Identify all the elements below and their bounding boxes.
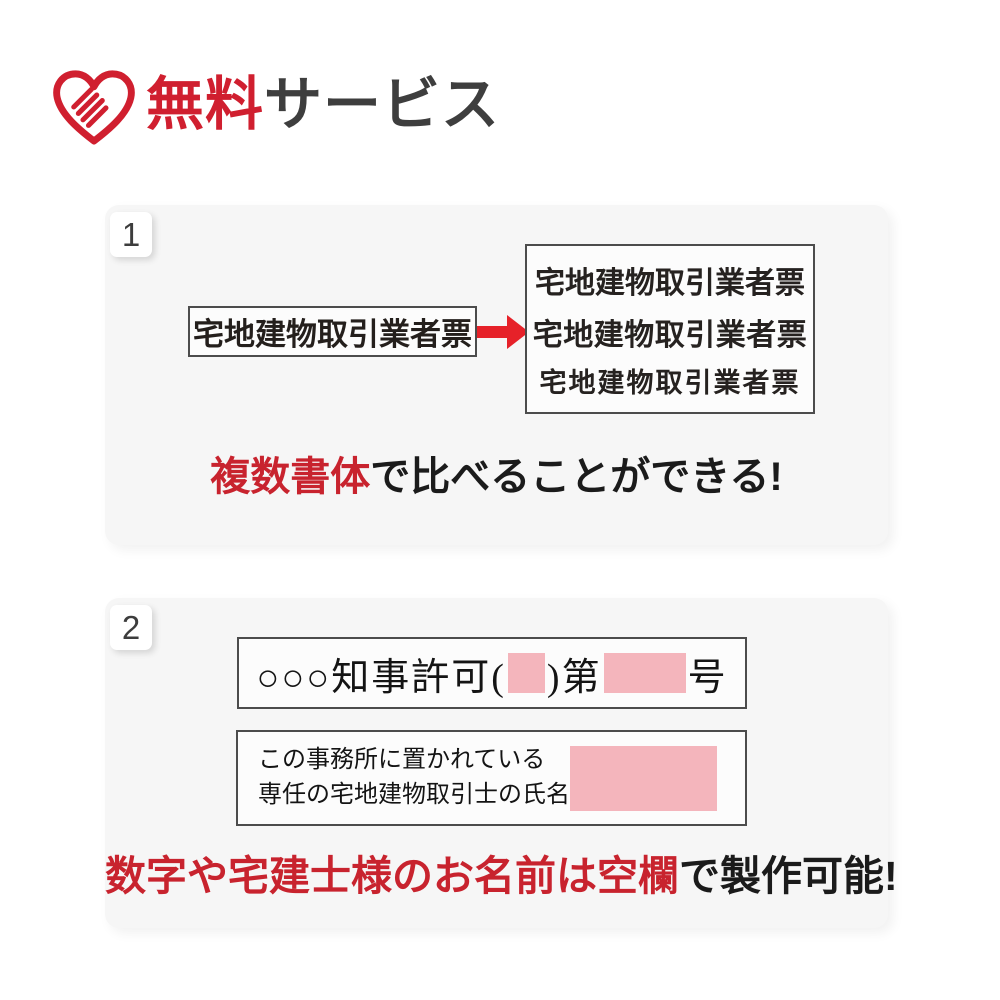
sample-source-label: 宅地建物取引業者票: [193, 317, 472, 352]
agent-name-box: この事務所に置かれている 専任の宅地建物取引士の氏名: [236, 730, 747, 826]
caption-rest: で比べることができる!: [370, 455, 783, 499]
agent-name-label-line1: この事務所に置かれている: [258, 747, 546, 774]
sample-source-box: 宅地建物取引業者票: [188, 306, 477, 357]
page-title-highlight: 無料: [146, 72, 265, 137]
license-prefix: ○○○知事許可(: [256, 656, 506, 699]
caption-rest: で製作可能!: [679, 853, 898, 899]
license-number-box: ○○○知事許可( )第 号: [237, 637, 747, 709]
blank-field-medium: [603, 653, 686, 693]
license-between: )第: [546, 656, 602, 699]
panel-font-comparison: 1 宅地建物取引業者票 宅地建物取引業者票 宅地建物取引業者票 宅地建物取引業者…: [105, 205, 888, 545]
agent-name-label: この事務所に置かれている 専任の宅地建物取引士の氏名: [258, 743, 570, 813]
panel-2-caption: 数字や宅建士様のお名前は空欄で製作可能!: [105, 853, 898, 899]
heart-handshake-icon: [53, 70, 135, 145]
font-samples-box: 宅地建物取引業者票 宅地建物取引業者票 宅地建物取引業者票: [525, 244, 815, 414]
panel-blank-fields: 2 ○○○知事許可( )第 号 この事務所に置かれている 専任の宅地建物取引士の…: [105, 598, 898, 928]
caption-highlight: 複数書体: [210, 455, 371, 499]
blank-field-small: [507, 653, 545, 693]
license-suffix: 号: [687, 656, 728, 699]
step-badge-1: 1: [110, 212, 152, 257]
page-title: 無料サービス: [146, 76, 500, 134]
step-badge-2: 2: [110, 605, 152, 650]
blank-field-large: [570, 745, 717, 811]
font-sample-line: 宅地建物取引業者票: [535, 266, 805, 300]
font-sample-line: 宅地建物取引業者票: [539, 368, 801, 399]
panel-1-caption: 複数書体で比べることができる!: [105, 457, 888, 497]
arrow-right-icon: [477, 315, 529, 349]
caption-highlight: 数字や宅建士様のお名前は空欄: [105, 853, 679, 899]
page-title-rest: サービス: [264, 72, 501, 137]
font-sample-line: 宅地建物取引業者票: [532, 318, 808, 352]
agent-name-label-line2: 専任の宅地建物取引士の氏名: [258, 782, 570, 808]
